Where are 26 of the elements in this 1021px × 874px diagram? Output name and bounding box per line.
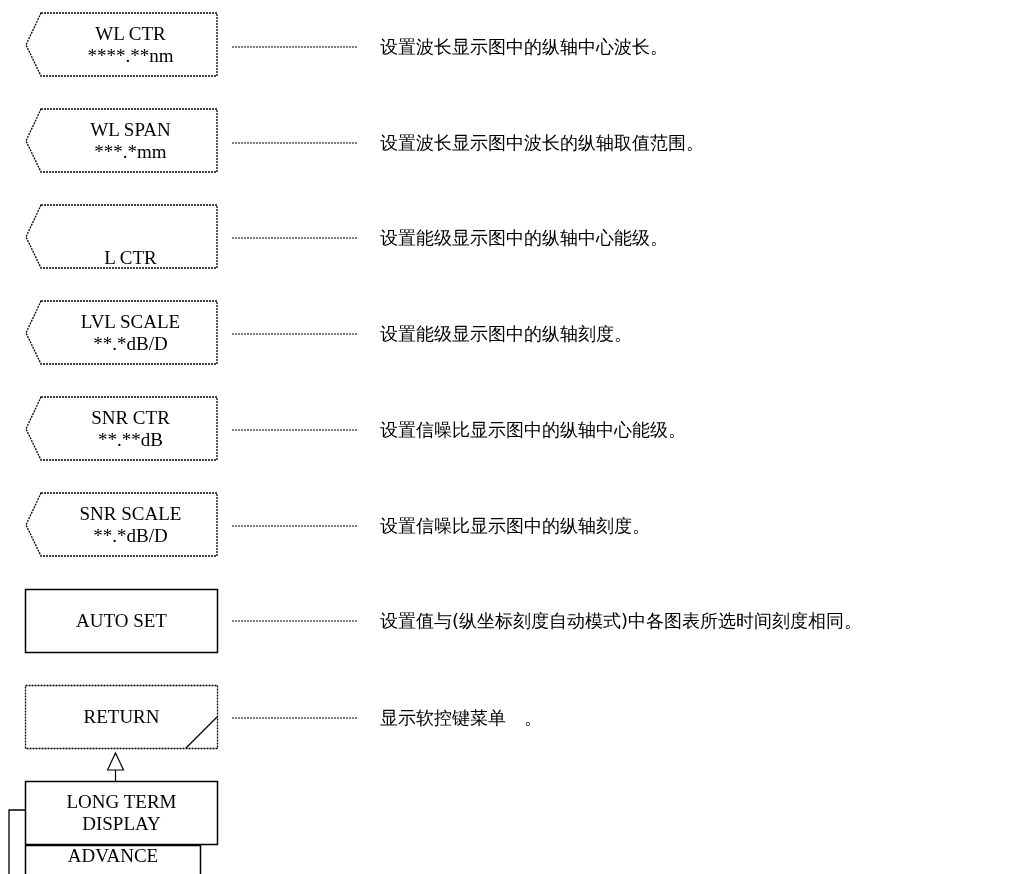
soft-key: SNR SCALE **.*dB/D (25, 493, 218, 557)
soft-key: WL SPAN ***.*mm (25, 109, 218, 173)
soft-key: LVL SCALE **.*dB/D (25, 301, 218, 365)
soft-key: SNR CTR **.**dB (25, 397, 218, 461)
soft-key: L CTR (25, 205, 218, 269)
description-text: 设置波长显示图中的纵轴中心波长。 (380, 34, 1005, 60)
arrow (106, 752, 125, 782)
description-text: 设置能级显示图中的纵轴中心能级。 (380, 225, 1005, 251)
leader-line (231, 620, 359, 622)
description-text: 设置波长显示图中波长的纵轴取值范围。 (380, 130, 1005, 156)
soft-key: WL CTR ****.**nm (25, 13, 218, 77)
leader-line (231, 333, 359, 335)
leader-line (231, 142, 359, 144)
description-text: 显示软控键菜单 。 (380, 705, 1005, 731)
description-text: 设置信噪比显示图中的纵轴刻度。 (380, 513, 1005, 539)
description-text: 设置信噪比显示图中的纵轴中心能级。 (380, 417, 1005, 443)
soft-key: AUTO SET (25, 589, 218, 653)
description-text: 设置能级显示图中的纵轴刻度。 (380, 321, 1005, 347)
leader-line (231, 429, 359, 431)
leader-line (231, 46, 359, 48)
leader-line (231, 525, 359, 527)
soft-key: RETURN (25, 685, 218, 749)
description-text: 设置值与(纵坐标刻度自动模式)中各图表所选时间刻度相同。 (380, 608, 1005, 634)
leader-line (231, 237, 359, 239)
soft-key: ADVANCE (25, 845, 201, 874)
leader-line (231, 717, 359, 719)
